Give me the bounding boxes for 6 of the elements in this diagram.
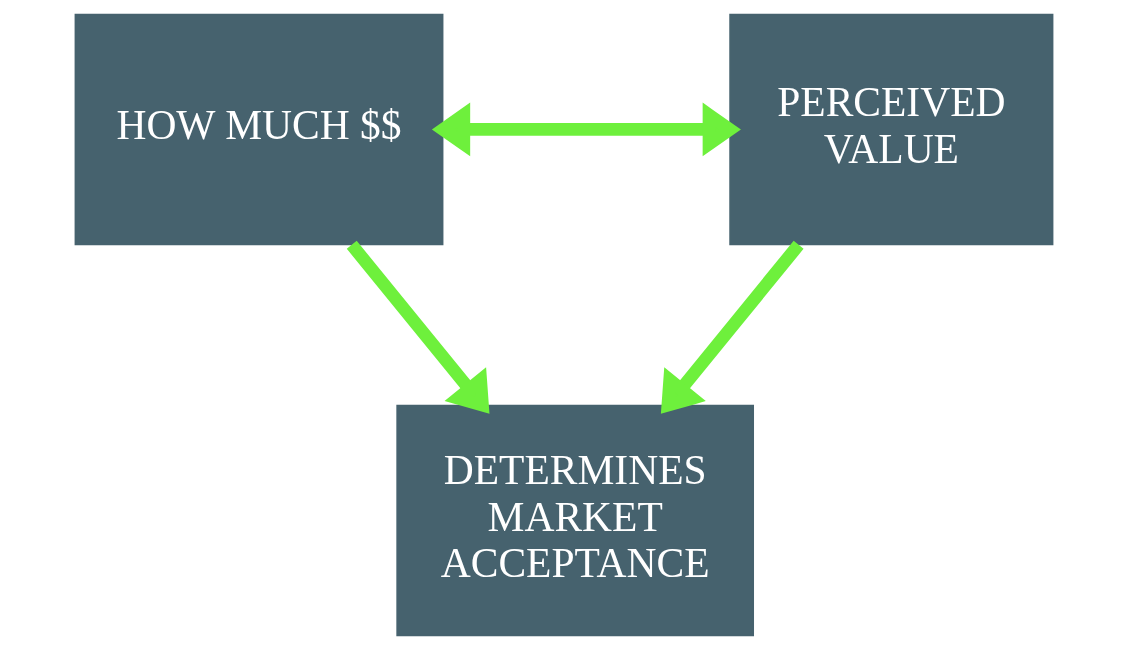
node-box: PERCEIVED VALUE [728,13,1053,246]
node-box: HOW MUCH $$ [74,13,443,246]
arrow [431,102,741,157]
node-box: DETERMINES MARKET ACCEPTANCE [395,404,754,637]
arrow [346,240,489,414]
arrow [660,240,804,414]
